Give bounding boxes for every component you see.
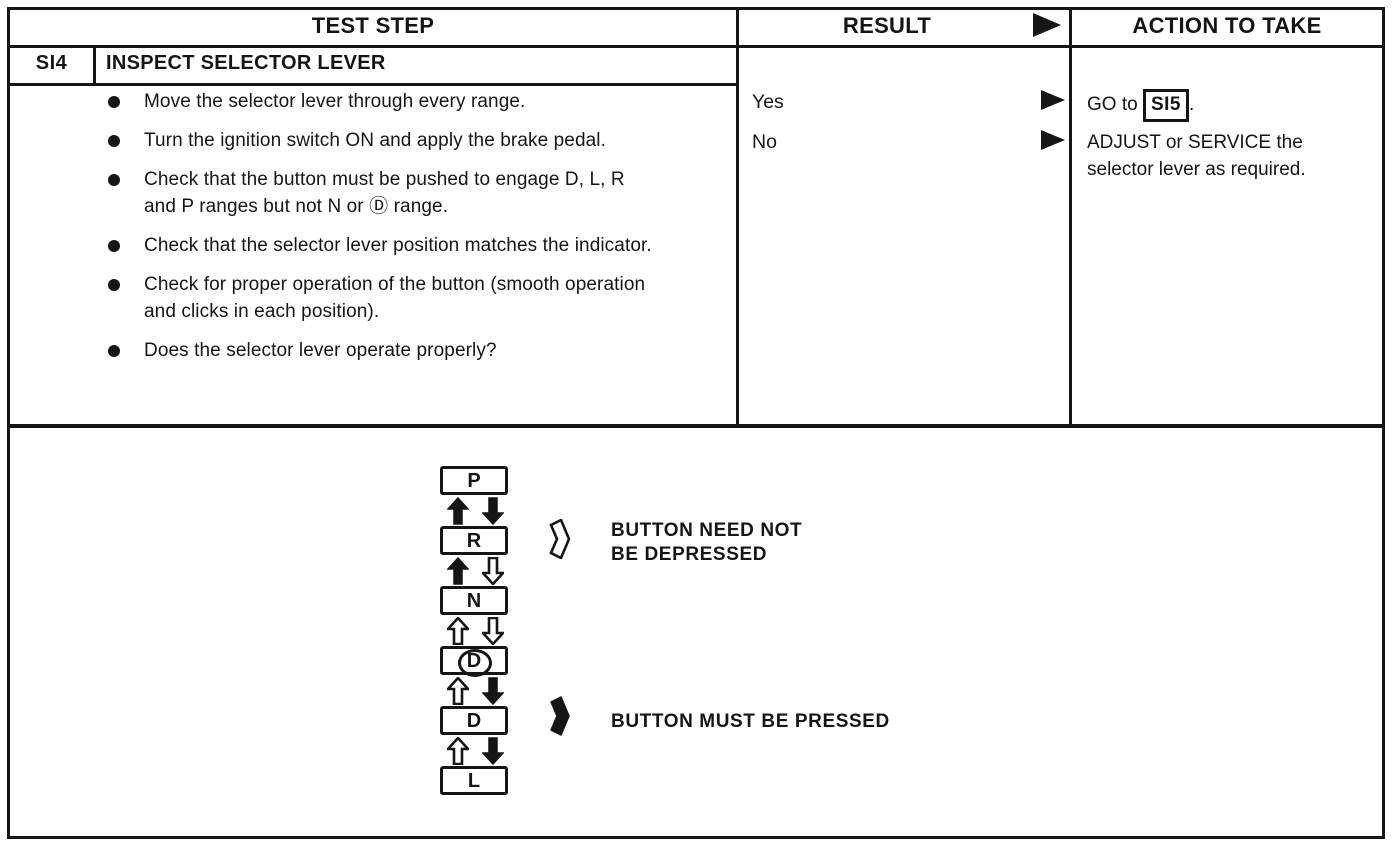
result-header-arrow-icon [1033, 13, 1061, 37]
list-item-text: Check that the button must be pushed to … [144, 169, 625, 217]
gear-box-l: L [440, 766, 508, 795]
gear-box-p: P [440, 466, 508, 495]
list-item-text: Check that the selector lever position m… [144, 235, 652, 256]
shift-up-arrow-icon [447, 616, 469, 645]
shift-up-arrow-icon [447, 556, 469, 585]
header-test-step: TEST STEP [311, 13, 435, 38]
legend-button-pressed: BUTTON MUST BE PRESSED [549, 696, 890, 736]
bullet-icon [108, 135, 120, 147]
shift-arrows-d-l [440, 735, 508, 766]
step-title: INSPECT SELECTOR LEVER [106, 52, 386, 74]
legend-text: BUTTON MUST BE PRESSED [611, 710, 890, 734]
header-action-to-take: ACTION TO TAKE [1132, 13, 1322, 38]
legend-line: BUTTON NEED NOT [611, 520, 803, 541]
list-item-text: Check for proper operation of the button… [144, 274, 646, 322]
action-goto: GO to SI5. [1087, 89, 1194, 122]
shift-arrows-r-n [440, 555, 508, 586]
action-ref-si5: SI5 [1142, 89, 1189, 122]
step-id-divider [93, 48, 96, 83]
diagram-section-divider [10, 424, 1382, 428]
column-divider-result [736, 10, 739, 425]
result-arrow-icon [1041, 90, 1065, 110]
shift-down-arrow-icon [482, 676, 504, 705]
gear-box-n: N [440, 586, 508, 615]
bullet-icon [108, 279, 120, 291]
list-item: Move the selector lever through every ra… [102, 88, 722, 115]
legend-filled-arrow-icon [550, 696, 570, 736]
action-adjust: ADJUST or SERVICE the selector lever as … [1087, 132, 1306, 180]
list-item: Turn the ignition switch ON and apply th… [102, 127, 722, 154]
shift-arrows-od-d [440, 675, 508, 706]
legend-hollow-arrow-icon [549, 519, 571, 559]
result-arrow-icon [1041, 130, 1065, 150]
shift-up-arrow-icon [447, 496, 469, 525]
test-step-list: Move the selector lever through every ra… [102, 88, 722, 376]
bullet-icon [108, 174, 120, 186]
result-yes-row: Yes [752, 89, 1066, 115]
shift-arrows-n-od [440, 615, 508, 646]
action-goto-punct: . [1189, 94, 1195, 115]
gear-box-r: R [440, 526, 508, 555]
shift-arrows-p-r [440, 495, 508, 526]
list-item-text: Does the selector lever operate properly… [144, 340, 497, 361]
gear-box-od: D [440, 646, 508, 677]
shift-up-arrow-icon [447, 736, 469, 765]
gear-label: P [467, 469, 481, 492]
list-item: Check that the button must be pushed to … [102, 166, 722, 220]
column-divider-action [1069, 10, 1072, 425]
shift-down-arrow-icon [482, 616, 504, 645]
shift-down-arrow-icon [482, 736, 504, 765]
step-id-badge: SI4 [35, 52, 68, 74]
step-row-divider [10, 83, 736, 86]
gear-label: N [466, 589, 482, 612]
result-label: No [752, 131, 777, 153]
bullet-icon [108, 240, 120, 252]
bullet-icon [108, 345, 120, 357]
header-row-divider [10, 45, 1382, 48]
shift-up-arrow-icon [447, 676, 469, 705]
bullet-icon [108, 96, 120, 108]
gear-label: L [467, 769, 481, 792]
list-item: Check that the selector lever position m… [102, 232, 722, 259]
legend-line: BE DEPRESSED [611, 544, 768, 565]
list-item-text: Move the selector lever through every ra… [144, 91, 526, 112]
shift-down-arrow-icon [482, 496, 504, 525]
action-goto-text: GO to [1087, 94, 1143, 115]
header-result: RESULT [842, 13, 932, 38]
gear-label: D [466, 709, 482, 732]
legend-text: BUTTON NEED NOT BE DEPRESSED [611, 519, 802, 567]
gear-box-d: D [440, 706, 508, 735]
legend-line: BUTTON MUST BE PRESSED [611, 711, 890, 732]
list-item-text: Turn the ignition switch ON and apply th… [144, 130, 607, 151]
result-no-row: No [752, 129, 1066, 155]
result-label: Yes [752, 91, 784, 113]
legend-button-not-needed: BUTTON NEED NOT BE DEPRESSED [549, 519, 802, 567]
table-frame [7, 7, 1385, 839]
gear-label: D [457, 648, 493, 677]
list-item: Check for proper operation of the button… [102, 271, 722, 325]
list-item: Does the selector lever operate properly… [102, 337, 722, 364]
shift-down-arrow-icon [482, 556, 504, 585]
selector-lever-diagram: P R N D D L [440, 466, 508, 795]
gear-label: R [466, 529, 482, 552]
